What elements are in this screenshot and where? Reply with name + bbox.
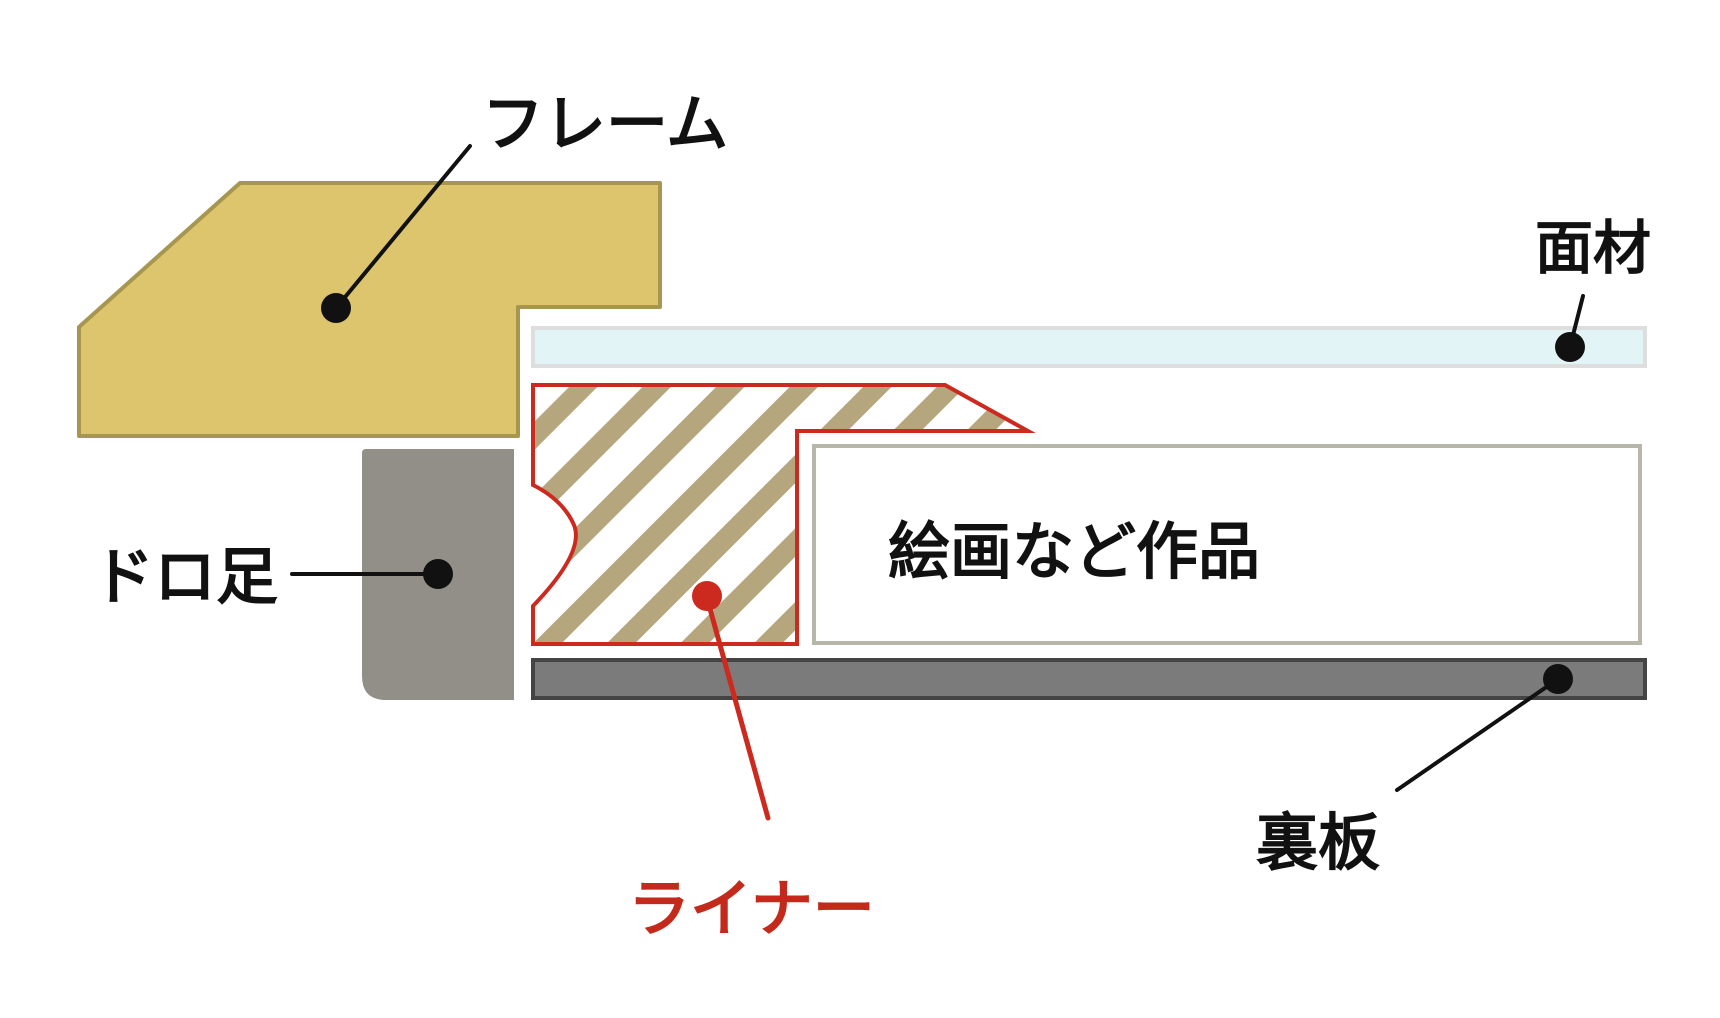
backboard-panel: [531, 658, 1647, 700]
glazing-label: 面材: [1535, 214, 1651, 282]
frame-shape: [77, 181, 662, 438]
backboard-label: 裏板: [1256, 806, 1380, 879]
artwork-panel: [812, 444, 1642, 645]
frame-leader-line: [334, 144, 472, 310]
dorofoot-label: ドロ足: [92, 540, 278, 613]
liner-label: ライナー: [628, 872, 875, 945]
liner-shape: [531, 383, 1036, 646]
glazing-panel: [531, 326, 1647, 368]
glazing-marker-dot: [1555, 332, 1585, 362]
artwork-label: 絵画など作品: [888, 515, 1260, 588]
frame-label: フレーム: [482, 87, 728, 160]
backboard-leader-line: [1395, 677, 1560, 792]
liner-marker-dot: [692, 581, 722, 611]
frame-marker-dot: [321, 293, 351, 323]
dorofoot-marker-dot: [423, 559, 453, 589]
backboard-marker-dot: [1543, 664, 1573, 694]
liner-leader-line: [704, 595, 771, 821]
